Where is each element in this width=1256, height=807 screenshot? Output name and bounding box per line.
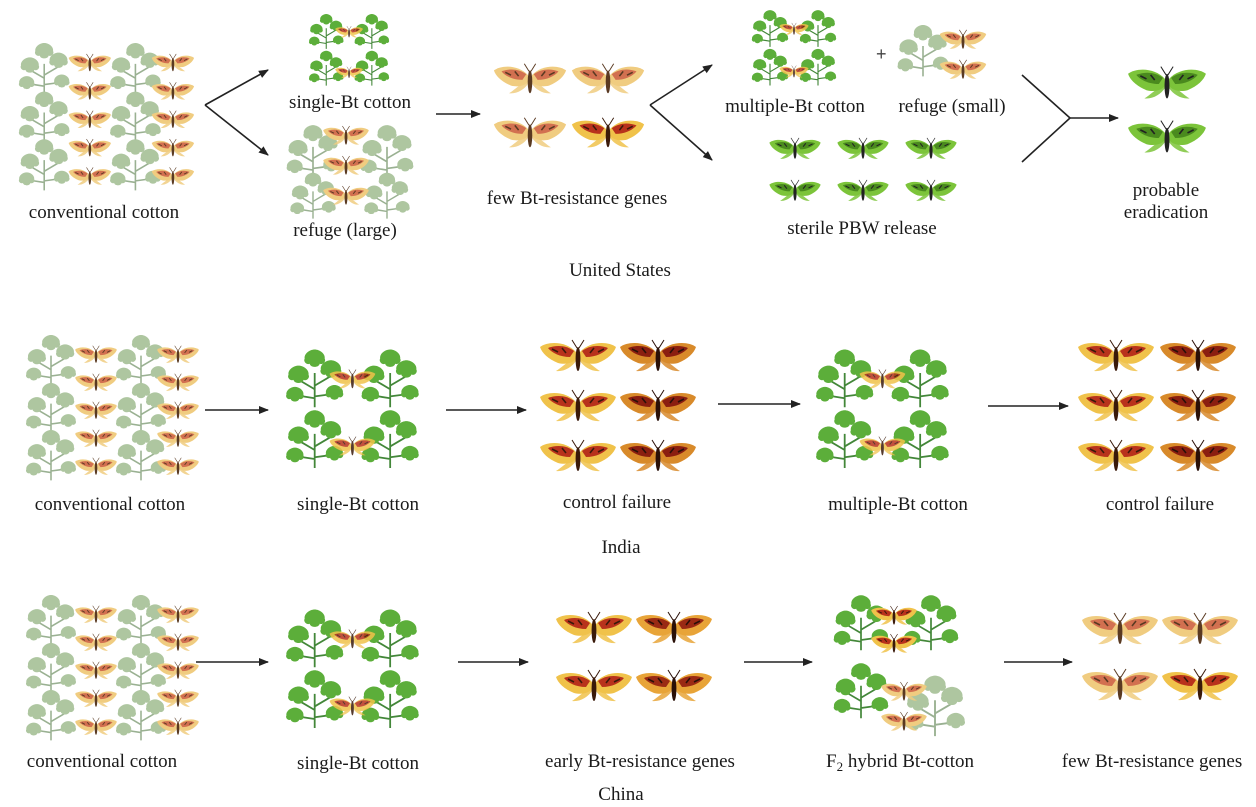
refuge-small-icon [898,25,987,79]
label-single-bt-cotton: single-Bt cotton [297,494,419,516]
sterile-moths-icon [769,138,956,201]
label-refuge-small: refuge (small) [898,96,1005,118]
f2-hybrid-cotton-icon [834,595,965,736]
country-label-india: India [601,537,640,559]
multiple-bt-cotton-icon [752,10,836,85]
early-resistance-moths-icon [556,612,712,701]
plus-sign: + [876,44,887,65]
label-few-resistance-genes: few Bt-resistance genes [1062,751,1242,773]
label-single-bt-cotton: single-Bt cotton [297,753,419,775]
refuge-large-icon [287,125,414,218]
f2-prefix: F [826,751,837,772]
label-conventional-cotton: conventional cotton [27,751,177,773]
control-failure-moths-icon [540,340,696,471]
single-bt-cotton-icon [286,350,419,468]
row-india [26,335,1236,480]
single-bt-cotton-icon [309,14,389,86]
country-label-united-states: United States [569,260,671,282]
f2-suffix: hybrid Bt-cotton [843,751,974,772]
single-bt-cotton-icon [286,610,419,728]
conventional-cotton-icon [19,43,194,190]
label-f2-hybrid-bt-cotton: F2 hybrid Bt-cotton [826,751,974,778]
merge-arrow-icon [1022,75,1118,162]
conventional-cotton-icon [26,335,199,480]
few-resistance-moths-icon [1082,613,1238,700]
label-sterile-pbw-release: sterile PBW release [787,218,937,240]
multiple-bt-cotton-icon [816,350,949,468]
label-multiple-bt-cotton: multiple-Bt cotton [725,96,865,118]
label-refuge-large: refuge (large) [293,220,397,242]
country-label-china: China [598,784,643,806]
control-failure-moths-icon [1078,340,1236,471]
arrow-icon [205,70,268,105]
label-conventional-cotton: conventional cotton [35,494,185,516]
label-control-failure: control failure [1106,494,1214,516]
label-multiple-bt-cotton: multiple-Bt cotton [828,494,968,516]
label-few-resistance-genes: few Bt-resistance genes [487,188,667,210]
label-single-bt-cotton: single-Bt cotton [289,92,411,114]
arrow-icon [650,65,712,105]
few-resistance-moths-icon [494,64,644,148]
conventional-cotton-icon [26,595,199,740]
arrow-icon [650,105,712,160]
arrow-icon [205,105,268,155]
label-control-failure: control failure [563,492,671,514]
row-china [26,595,1238,740]
eradication-moths-icon [1128,67,1206,153]
label-early-resistance-genes: early Bt-resistance genes [545,751,735,773]
label-probable-eradication: probable eradication [1096,180,1236,224]
label-conventional-cotton: conventional cotton [29,202,179,224]
